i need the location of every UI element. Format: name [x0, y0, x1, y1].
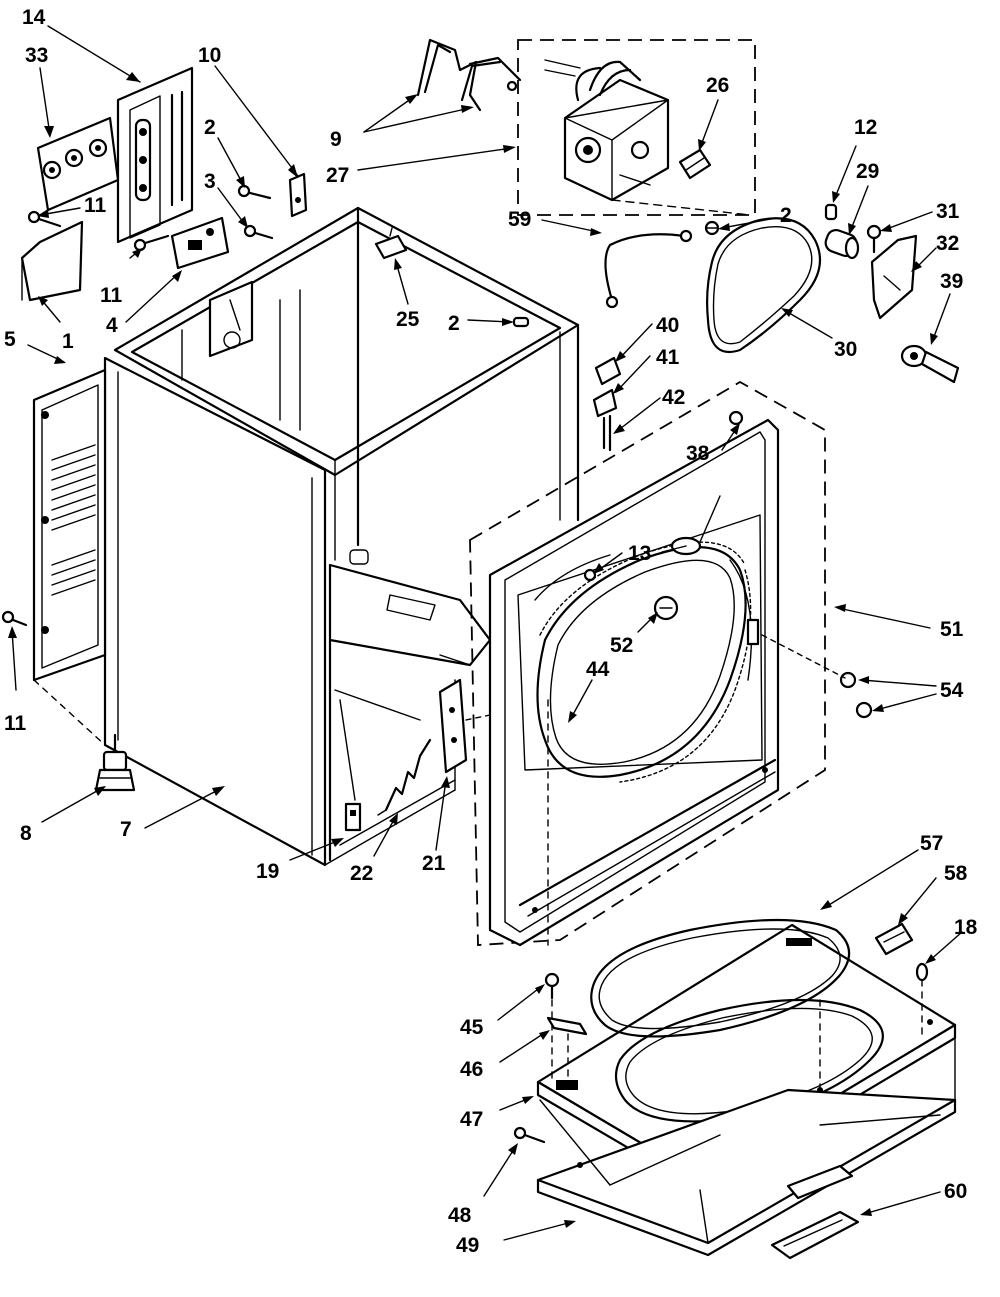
label-44: 44: [586, 658, 610, 681]
label-42: 42: [662, 386, 685, 409]
front-panel-part-51: [469, 380, 873, 947]
label-1: 1: [62, 330, 74, 353]
label-31: 31: [936, 200, 960, 223]
bolt-part-31: [866, 224, 882, 254]
screw-part-2-right: [704, 220, 720, 236]
label-25: 25: [396, 308, 420, 331]
label-5: 5: [4, 328, 16, 351]
label-8: 8: [20, 822, 32, 845]
cabinet-part-7: [103, 206, 580, 867]
label-45: 45: [460, 1016, 484, 1039]
label-49: 49: [456, 1234, 479, 1257]
base-tray-part-49: [536, 1037, 957, 1257]
leader-lines: [8, 25, 963, 1241]
clip-part-10: [288, 172, 308, 218]
handle-part-60: [770, 1210, 860, 1260]
screw-part-3: [243, 224, 274, 240]
label-40: 40: [656, 314, 679, 337]
capacitor-part-26: [678, 148, 712, 180]
idler-arm-part-39: [900, 344, 960, 384]
label-19: 19: [256, 860, 279, 883]
terminal-cover-part-33: [36, 116, 120, 212]
label-46: 46: [460, 1058, 483, 1081]
label-11-mid: 11: [100, 284, 123, 307]
leveling-leg-part-8: [94, 733, 136, 792]
rod-part-42: [602, 414, 612, 452]
label-4: 4: [106, 314, 118, 337]
label-9: 9: [330, 128, 342, 151]
terminal-block-part-14: [116, 66, 194, 244]
label-11-rear: 11: [4, 712, 27, 735]
label-32: 32: [936, 232, 959, 255]
spring-part-22: [377, 738, 432, 816]
idler-bracket-part-32: [870, 234, 918, 320]
screw-part-18: [915, 962, 929, 1041]
label-48: 48: [448, 1204, 472, 1227]
label-2-left: 2: [204, 116, 216, 139]
label-10: 10: [198, 44, 221, 67]
screw-part-2-left: [237, 184, 272, 200]
label-29: 29: [856, 160, 879, 183]
label-54: 54: [940, 679, 964, 702]
label-22: 22: [350, 862, 373, 885]
control-module-part-27: [517, 39, 756, 216]
wire-harness-part-9: [416, 38, 522, 112]
hinge-part-21: [438, 678, 468, 774]
clip-part-58: [874, 922, 914, 956]
part-labels: 14 33 10 2 3 11 11 4 1 5 11 8 7 9 27 26 …: [4, 6, 978, 1257]
label-58: 58: [944, 862, 968, 885]
label-11-top: 11: [84, 194, 107, 217]
label-51: 51: [940, 618, 964, 641]
pin-part-12: [824, 203, 838, 221]
label-52: 52: [610, 634, 633, 657]
label-57: 57: [920, 832, 943, 855]
cable-part-59: [604, 229, 693, 309]
screw-part-48: [513, 1126, 546, 1144]
label-12: 12: [854, 116, 877, 139]
label-47: 47: [460, 1108, 483, 1131]
screw-part-2-cabinet: [512, 316, 530, 328]
screw-part-11-top: [27, 210, 62, 228]
hinge-dash: [465, 714, 491, 721]
label-41: 41: [656, 346, 680, 369]
label-59: 59: [508, 208, 531, 231]
cabinet-bracket: [208, 280, 254, 358]
label-27: 27: [326, 164, 349, 187]
label-2-cabinet: 2: [448, 312, 460, 335]
screw-part-11-mid: [133, 234, 170, 252]
label-39: 39: [940, 270, 963, 293]
bracket-part-25: [374, 227, 408, 260]
switch-part-40: [594, 356, 622, 386]
pulley-part-29: [824, 228, 860, 260]
bracket-part-1: [20, 220, 84, 302]
label-2-right: 2: [780, 204, 792, 227]
label-3: 3: [204, 170, 216, 193]
switch-part-41: [592, 388, 618, 418]
rear-panel-part-5: [32, 368, 107, 746]
bracket-part-4: [170, 216, 230, 270]
label-13: 13: [628, 542, 651, 565]
label-21: 21: [422, 852, 446, 875]
label-14-top: 14: [22, 6, 46, 29]
drum-seal-part-57: [590, 918, 851, 1038]
label-26: 26: [706, 74, 729, 97]
label-30: 30: [834, 338, 857, 361]
label-60: 60: [944, 1180, 967, 1203]
label-7: 7: [120, 818, 132, 841]
screw-part-11-rear: [1, 610, 28, 627]
bracket-part-46: [546, 1016, 588, 1086]
label-18: 18: [954, 916, 978, 939]
label-33: 33: [25, 44, 48, 67]
label-38: 38: [686, 442, 710, 465]
screw-part-45: [544, 972, 560, 1081]
drive-belt-part-30: [706, 217, 822, 353]
catch-part-19: [344, 802, 362, 832]
